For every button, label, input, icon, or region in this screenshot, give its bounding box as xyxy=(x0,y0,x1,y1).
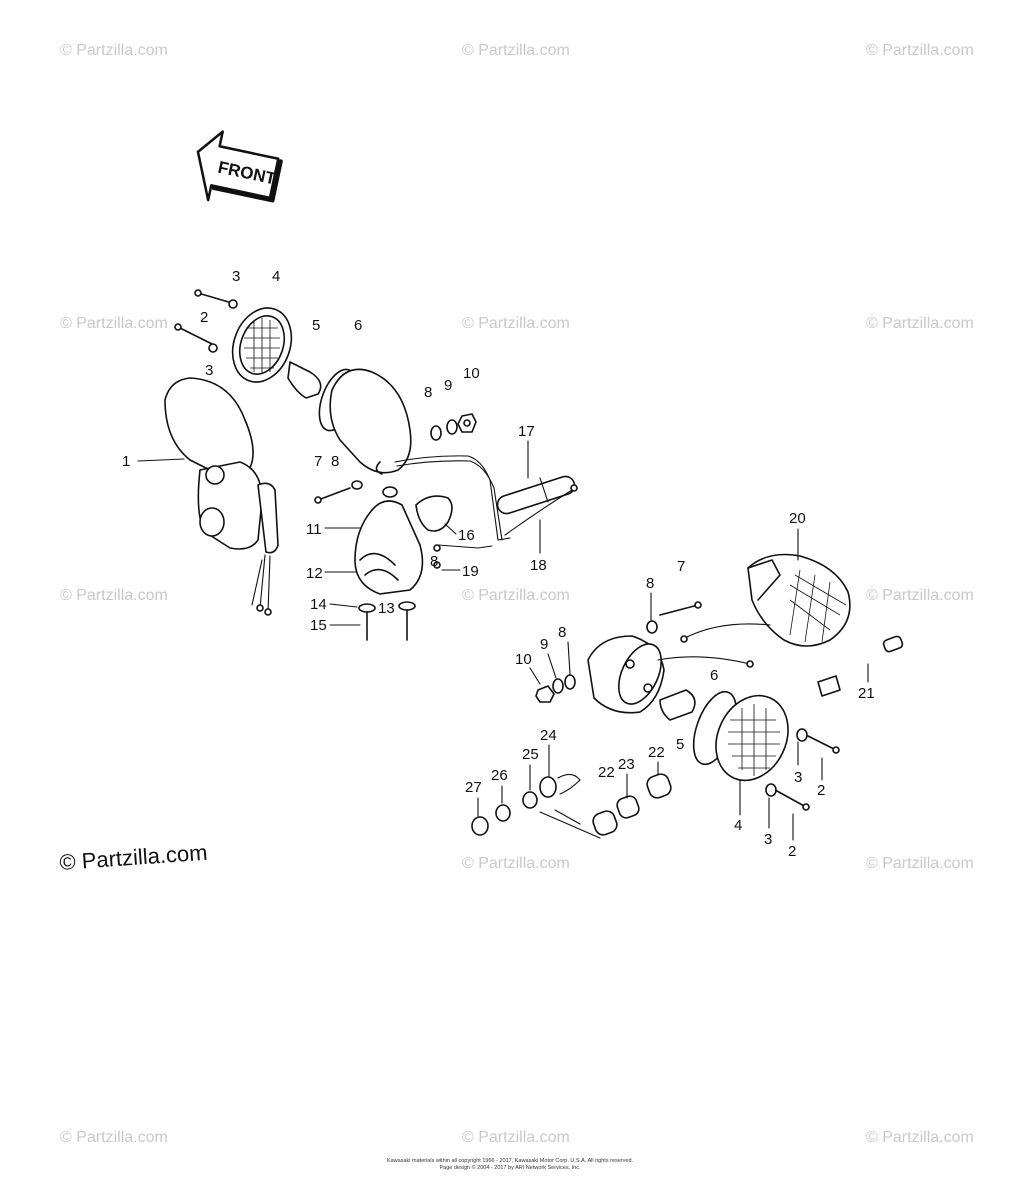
right-turn-signal-assembly xyxy=(535,553,904,811)
copyright-line: Page design © 2004 - 2017 by ARI Network… xyxy=(439,1164,580,1171)
knob-icon xyxy=(415,495,453,532)
callout-label: 8 xyxy=(558,624,566,641)
callout-label: 15 xyxy=(310,617,327,634)
bulb-socket-parts xyxy=(471,773,672,839)
switch-housing-icon xyxy=(354,500,424,595)
rubber-tube-icon xyxy=(496,475,576,515)
bulb-icon xyxy=(287,361,322,399)
watermark: © Partzilla.com xyxy=(60,315,168,332)
callout-label: 8 xyxy=(331,453,339,470)
copyright-line: Kawasaki materials within all copyright … xyxy=(387,1158,634,1164)
bulb-icon xyxy=(659,689,696,721)
partzilla-watermark-main: © Partzilla.com xyxy=(59,840,209,875)
callout-label: 8 xyxy=(430,553,438,570)
callout-label: 4 xyxy=(734,817,742,834)
watermark: © Partzilla.com xyxy=(866,315,974,332)
callout-label: 14 xyxy=(310,596,327,613)
callout-label: 7 xyxy=(677,558,685,575)
callout-label: 9 xyxy=(444,377,452,394)
callout-label: 2 xyxy=(200,309,208,326)
callout-label: 17 xyxy=(518,423,535,440)
callout-label: 6 xyxy=(354,317,362,334)
callout-label: 10 xyxy=(515,651,532,668)
left-turn-signal-assembly xyxy=(174,289,511,541)
callout-label: 3 xyxy=(232,268,240,285)
watermark: © Partzilla.com xyxy=(866,1129,974,1146)
callout-label: 19 xyxy=(462,563,479,580)
callout-label: 24 xyxy=(540,727,557,744)
callout-label: 3 xyxy=(794,769,802,786)
callout-label: 6 xyxy=(710,667,718,684)
nut-washer-set-icon xyxy=(430,413,477,441)
callout-label: 1 xyxy=(122,453,130,470)
turn-signal-rear-icon xyxy=(747,553,851,647)
callout-label: 16 xyxy=(458,527,475,544)
callout-label: 2 xyxy=(788,843,796,860)
callout-label: 3 xyxy=(205,362,213,379)
callout-label: 22 xyxy=(648,744,665,761)
callout-label: 5 xyxy=(312,317,320,334)
callout-label: 9 xyxy=(540,636,548,653)
callout-label: 10 xyxy=(463,365,480,382)
callout-label: 26 xyxy=(491,767,508,784)
watermark: © Partzilla.com xyxy=(866,855,974,872)
lead-wire-icon xyxy=(504,489,573,536)
watermark: © Partzilla.com xyxy=(462,587,570,604)
watermark: © Partzilla.com xyxy=(60,587,168,604)
callout-label: 11 xyxy=(306,521,322,538)
watermark: © Partzilla.com xyxy=(462,315,570,332)
watermark-grid: © Partzilla.com © Partzilla.com © Partzi… xyxy=(60,42,974,1146)
watermark: © Partzilla.com xyxy=(60,42,168,59)
callout-label: 23 xyxy=(618,756,635,773)
callout-label: 8 xyxy=(646,575,654,592)
callout-label: 21 xyxy=(858,685,875,702)
callout-label: 25 xyxy=(522,746,539,763)
callout-label: 22 xyxy=(598,764,615,781)
callout-label: 8 xyxy=(424,384,432,401)
signal-housing-icon xyxy=(329,368,412,474)
callout-label: 7 xyxy=(314,453,322,470)
callout-label: 18 xyxy=(530,557,547,574)
callout-label: 2 xyxy=(817,782,825,799)
callout-label: 3 xyxy=(764,831,772,848)
callout-label: 20 xyxy=(789,510,806,527)
watermark: © Partzilla.com xyxy=(462,1129,570,1146)
lens-icon xyxy=(715,694,789,782)
watermark: © Partzilla.com xyxy=(866,42,974,59)
callout-label: 27 xyxy=(465,779,482,796)
callout-labels: 3 4 2 3 5 6 8 9 10 1 7 8 17 11 16 12 19 … xyxy=(122,268,875,860)
callout-label: 5 xyxy=(676,736,684,753)
front-arrow-icon: FRONT xyxy=(196,130,283,203)
lens-icon xyxy=(231,307,293,383)
screw-icon xyxy=(174,289,238,353)
callout-label: 13 xyxy=(378,600,395,617)
callout-label: 4 xyxy=(272,268,280,285)
callout-label: 12 xyxy=(306,565,323,582)
watermark: © Partzilla.com xyxy=(462,855,570,872)
watermark: © Partzilla.com xyxy=(60,1129,168,1146)
watermark: © Partzilla.com xyxy=(866,587,974,604)
watermark: © Partzilla.com xyxy=(462,42,570,59)
bolt-icon xyxy=(817,675,841,697)
switch-assembly xyxy=(314,480,493,641)
turn-signal-body-icon xyxy=(164,377,279,616)
